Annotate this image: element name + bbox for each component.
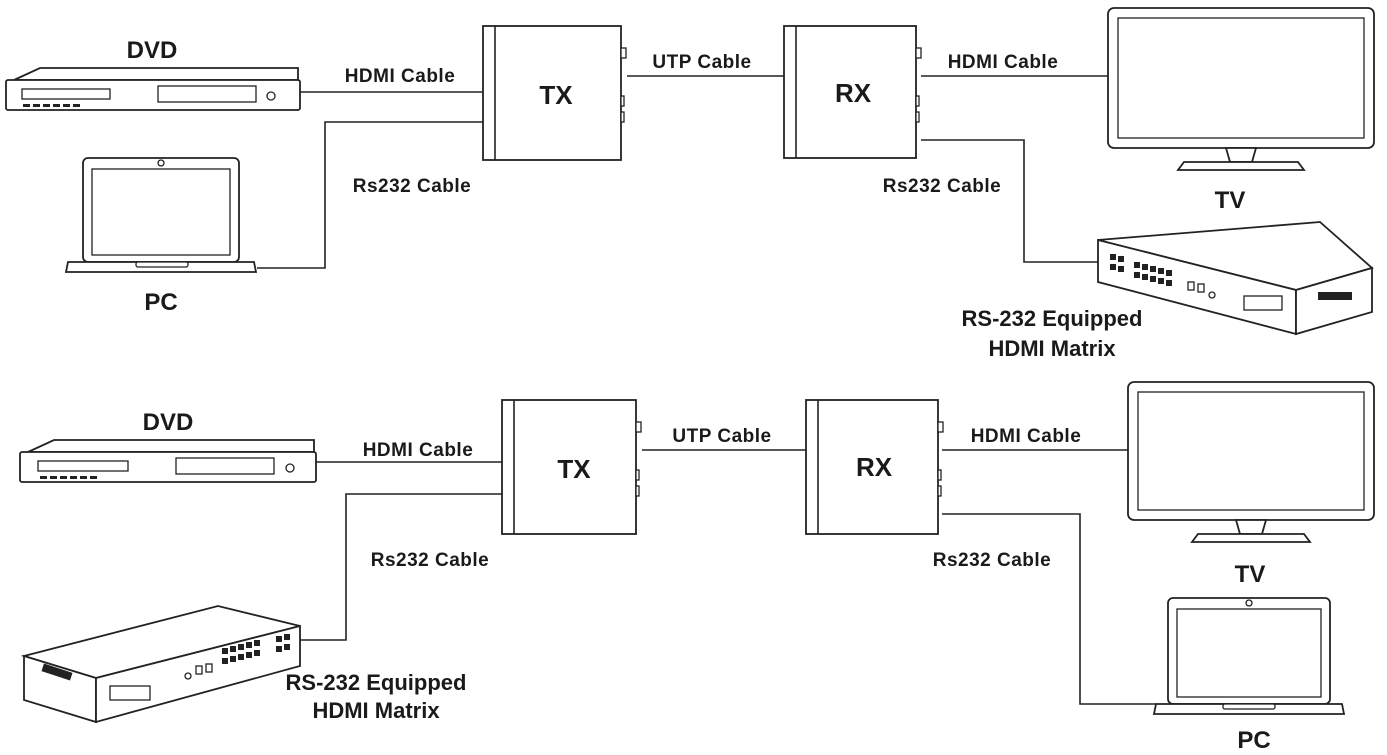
dvd-player-1 [5, 67, 301, 111]
rs232-wire-pc-tx-1 [257, 121, 483, 269]
hdmi-cable-label-dvd-2: HDMI Cable [363, 440, 474, 461]
dvd-label-1: DVD [127, 37, 178, 64]
rs232-cable-label-pc-2: Rs232 Cable [933, 550, 1052, 571]
pc-laptop-2 [1152, 597, 1346, 715]
tv-label-2: TV [1235, 561, 1266, 588]
tx-label-1: TX [539, 80, 573, 110]
rs232-wire-matrix-tx-2 [300, 493, 502, 641]
rx-box-2 [805, 399, 944, 535]
rs232-cable-label-matrix-1: Rs232 Cable [883, 176, 1002, 197]
pc-laptop-1 [64, 157, 258, 273]
matrix-label-line2-1: HDMI Matrix [988, 336, 1116, 361]
hdmi-matrix-1 [1097, 221, 1374, 336]
tv-1 [1107, 7, 1375, 171]
diagram-2: DVD RS-232 Equipped HDMI Matrix [19, 381, 1375, 754]
hdmi-matrix-2 [20, 605, 301, 724]
utp-cable-label-1: UTP Cable [652, 52, 751, 73]
rs232-cable-label-matrix-2: Rs232 Cable [371, 550, 490, 571]
hdmi-cable-label-dvd-1: HDMI Cable [345, 66, 456, 87]
tx-box-1 [482, 25, 627, 161]
rs232-cable-label-pc-1: Rs232 Cable [353, 176, 472, 197]
hdmi-cable-label-tv-2: HDMI Cable [971, 426, 1082, 447]
hdmi-cable-label-tv-1: HDMI Cable [948, 52, 1059, 73]
tv-2 [1127, 381, 1375, 543]
matrix-label-line1-2: RS-232 Equipped [286, 670, 467, 695]
rx-label-1: RX [835, 78, 872, 108]
matrix-label-line2-2: HDMI Matrix [312, 698, 440, 723]
tx-label-2: TX [557, 454, 591, 484]
rx-box-1 [783, 25, 922, 159]
rs232-wire-rx-matrix-1 [921, 139, 1098, 263]
dvd-label-2: DVD [143, 409, 194, 436]
matrix-label-line1-1: RS-232 Equipped [962, 306, 1143, 331]
utp-cable-label-2: UTP Cable [672, 426, 771, 447]
tx-box-2 [501, 399, 642, 535]
pc-label-2: PC [1237, 727, 1270, 754]
rx-label-2: RX [856, 452, 893, 482]
pc-label-1: PC [144, 289, 177, 316]
tv-label-1: TV [1215, 187, 1246, 214]
dvd-player-2 [19, 439, 317, 483]
diagram-1: DVD PC TX RX [5, 7, 1375, 361]
rs232-wire-rx-pc-2 [942, 513, 1156, 705]
